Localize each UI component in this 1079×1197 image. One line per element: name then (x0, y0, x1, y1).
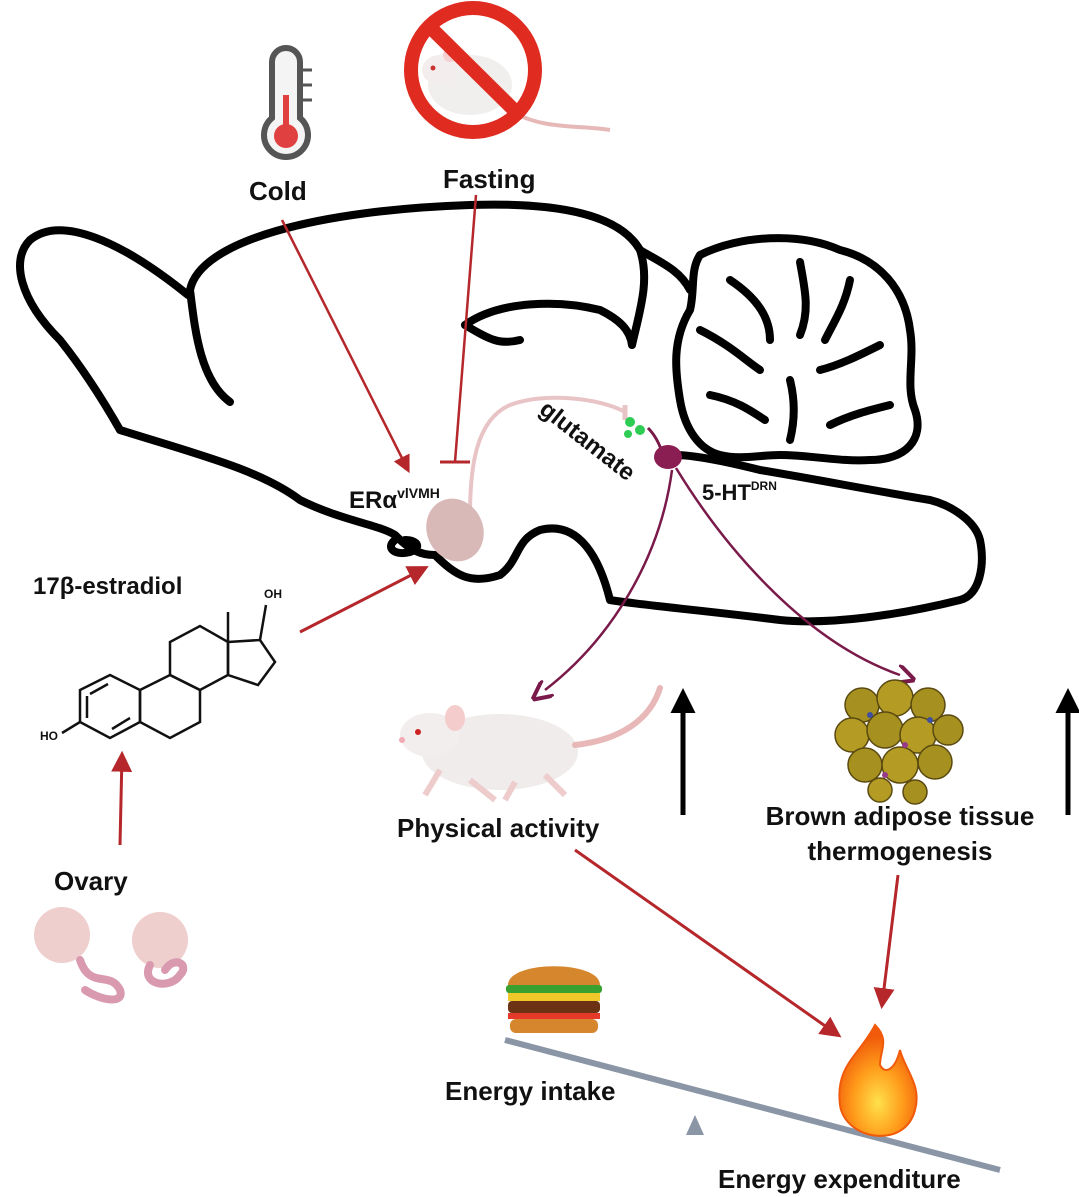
fasting-inhibition-line (440, 194, 478, 464)
energy-balance-seesaw (504, 1037, 1001, 1173)
serotonin-label: 5-HTDRN (702, 479, 777, 505)
no-mouse-icon (404, 1, 611, 139)
burger-icon (506, 966, 602, 1033)
bat-to-expenditure-arrow (873, 874, 900, 1010)
serotonin-neuron (545, 426, 900, 690)
cold-label: Cold (249, 176, 307, 206)
bat-label-line2: thermogenesis (808, 836, 993, 866)
glutamate-vesicle (624, 430, 632, 438)
running-mouse-icon (399, 685, 663, 803)
energy-expenditure-label: Energy expenditure (718, 1164, 961, 1194)
balance-fulcrum (686, 1115, 704, 1135)
energy-intake-label: Energy intake (445, 1076, 616, 1106)
oh-label: OH (264, 587, 282, 601)
estradiol-activation-arrow (299, 566, 429, 634)
ovary-label: Ovary (54, 866, 128, 896)
ht-sup: DRN (751, 479, 777, 493)
glutamate-vesicle (635, 425, 645, 435)
brain-outline (16, 200, 986, 626)
cold-activation-arrow (280, 219, 410, 474)
balance-beam (504, 1037, 1001, 1173)
vlvmh-nucleus (426, 498, 484, 562)
flame-icon (838, 1023, 918, 1137)
estradiol-label: 17β-estradiol (33, 573, 182, 600)
activity-to-expenditure-arrow (574, 848, 842, 1038)
thermometer-icon (261, 45, 312, 160)
era-sup: vlVMH (397, 485, 440, 501)
physical-activity-label: Physical activity (397, 813, 600, 843)
bat-label-line1: Brown adipose tissue (766, 801, 1035, 831)
projection-to-activity (545, 469, 674, 690)
ovary-icon (34, 907, 188, 1004)
estradiol-structure (61, 604, 277, 740)
ovary-to-estradiol-arrow (111, 750, 133, 846)
ht-main: 5-HT (702, 480, 751, 505)
glutamate-axon (468, 395, 626, 516)
brown-fat-cells-icon (834, 679, 964, 805)
ho-label: HO (40, 729, 58, 743)
fasting-label: Fasting (443, 164, 535, 194)
era-main: ERα (349, 487, 397, 514)
projection-to-bat (674, 467, 900, 675)
era-label: ERαvlVMH (349, 485, 440, 514)
drn-cell-body (654, 445, 682, 469)
glutamate-pathway (426, 395, 645, 562)
glutamate-vesicle (625, 417, 635, 427)
